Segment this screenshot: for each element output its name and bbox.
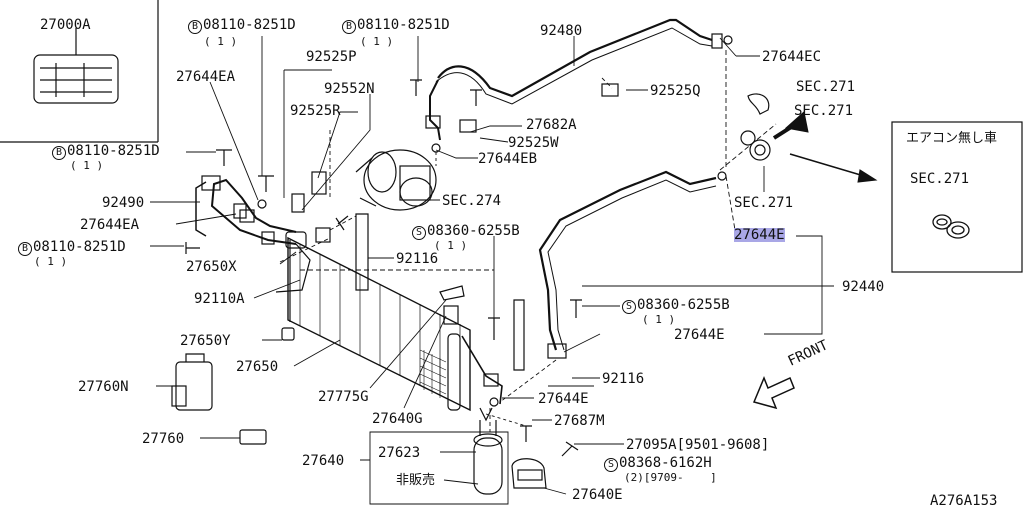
screw-marker-icon: S <box>412 226 426 240</box>
part-label: 27644EC <box>762 49 822 65</box>
part-label: 27640 <box>302 453 345 469</box>
part-label: 08110-8251D <box>357 17 450 33</box>
section-ref: SEC.271 <box>796 79 856 95</box>
diagram-id: A276A153 <box>930 493 998 509</box>
part-label: 27760 <box>142 431 185 447</box>
screw-marker-icon: S <box>604 458 618 472</box>
highlighted-part-label[interactable]: 27644E <box>734 227 785 243</box>
part-label: 92490 <box>102 195 145 211</box>
part-label: 92110A <box>194 291 245 307</box>
part-label: 92525Q <box>650 83 701 99</box>
part-label: 27687M <box>554 413 605 429</box>
part-label: 27640E <box>572 487 623 503</box>
bolt-marker-icon: B <box>188 20 202 34</box>
part-label: 92116 <box>602 371 645 387</box>
section-ref: SEC.271 <box>794 103 854 119</box>
part-label: 27644EA <box>80 217 140 233</box>
part-label: 27682A <box>526 117 577 133</box>
part-label: 27650Y <box>180 333 231 349</box>
quantity-label: ( 1 ) <box>34 255 68 268</box>
part-label: 08110-8251D <box>33 239 126 255</box>
part-label: 92116 <box>396 251 439 267</box>
part-label: 27650 <box>236 359 279 375</box>
part-label: 92440 <box>842 279 885 295</box>
bolt-marker-icon: B <box>52 146 66 160</box>
quantity-label: ( 1 ) <box>204 35 238 48</box>
part-label: 92552N <box>324 81 375 97</box>
screw-marker-icon: S <box>622 300 636 314</box>
not-for-sale-label: 非販売 <box>396 473 436 488</box>
section-ref: SEC.271 <box>910 171 970 187</box>
quantity-label: ( 1 ) <box>642 313 676 326</box>
section-ref: SEC.274 <box>442 193 502 209</box>
part-label: 27760N <box>78 379 129 395</box>
quantity-label: ( 1 ) <box>70 159 104 172</box>
part-label: 08368-6162H <box>619 455 712 471</box>
quantity-label: (2)[9709- ] <box>624 471 717 484</box>
bolt-marker-icon: B <box>342 20 356 34</box>
part-label: 27650X <box>186 259 237 275</box>
part-label: 27640G <box>372 411 423 427</box>
part-label: 27644E <box>674 327 725 343</box>
part-label: 92525W <box>508 135 559 151</box>
part-label: 92525R <box>290 103 341 119</box>
part-label: 92525P <box>306 49 357 65</box>
part-label: 27000A <box>40 17 91 33</box>
quantity-label: ( 1 ) <box>434 239 468 252</box>
part-label: 92480 <box>540 23 583 39</box>
part-label: 27644EA <box>176 69 236 85</box>
part-label: 27644E <box>538 391 589 407</box>
part-label: 27644EB <box>478 151 538 167</box>
part-label: 08110-8251D <box>203 17 296 33</box>
part-label: 27623 <box>378 445 421 461</box>
section-ref: SEC.271 <box>734 195 794 211</box>
quantity-label: ( 1 ) <box>360 35 394 48</box>
part-label: 08360-6255B <box>637 297 730 313</box>
part-label: 27095A[9501-9608] <box>626 437 770 453</box>
side-panel-title: エアコン無し車 <box>906 131 998 146</box>
part-label: 08360-6255B <box>427 223 520 239</box>
part-label: 27775G <box>318 389 369 405</box>
part-label: 08110-8251D <box>67 143 160 159</box>
bolt-marker-icon: B <box>18 242 32 256</box>
